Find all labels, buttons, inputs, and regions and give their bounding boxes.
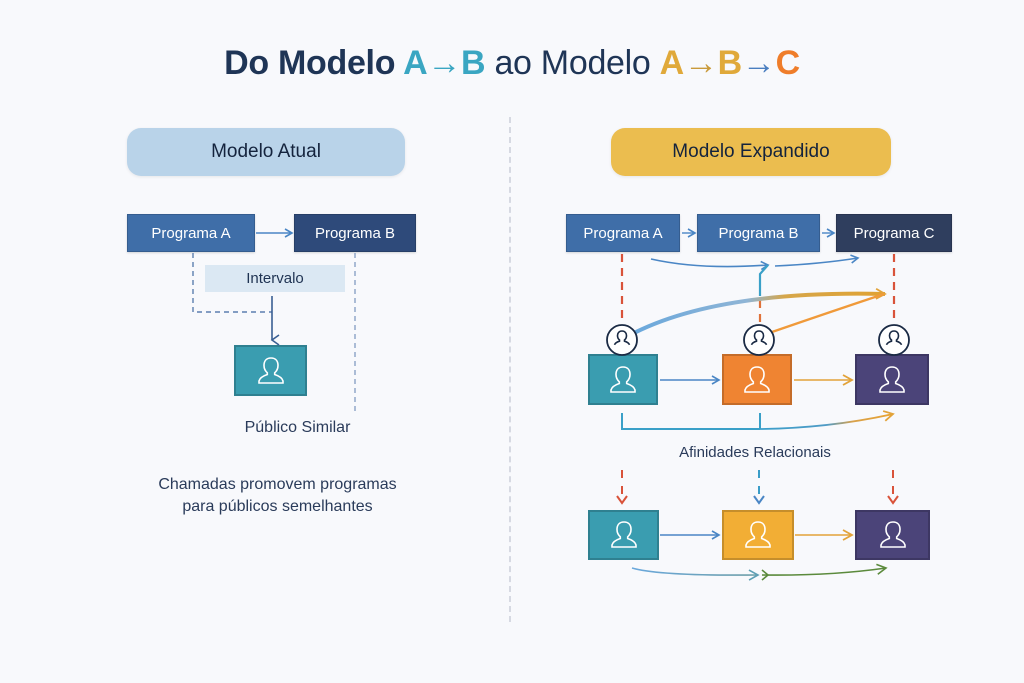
audience-a-row2: [588, 510, 659, 560]
row2-c-arrowhead: [887, 495, 899, 505]
person-icon: [745, 521, 771, 548]
person-icon: [610, 365, 636, 393]
row2-bottom-curve-green: [761, 563, 888, 576]
left-program-b-box: Programa B: [294, 214, 416, 252]
title-arrow-3: →: [741, 44, 776, 82]
audience-b-row2: [722, 510, 794, 560]
affinities-label: Afinidades Relacionais: [640, 444, 870, 461]
right-program-a-label: Programa A: [583, 224, 663, 242]
interval-label: Intervalo: [246, 270, 304, 287]
circle-person-icon-a: [606, 324, 638, 356]
current-model-heading: Modelo Atual: [127, 128, 405, 176]
prog-a-to-b-curve: [650, 258, 770, 271]
right-program-c-label: Programa C: [853, 224, 935, 242]
title-c2: C: [775, 44, 801, 82]
left-program-a-box: Programa A: [127, 214, 255, 252]
audience-c-row2: [855, 510, 930, 560]
title-a1: A: [403, 44, 428, 82]
circle-person-icon-b: [743, 324, 775, 356]
similar-audience-label: Público Similar: [215, 419, 380, 437]
audience-b-row1: [722, 354, 792, 405]
title-prefix: Do Modelo: [224, 44, 404, 82]
row2-bottom-curve-blue: [631, 567, 760, 581]
title-b2: B: [717, 44, 743, 82]
similar-audience-box: [234, 345, 307, 396]
audience-a-row1: [588, 354, 658, 405]
row2-b-arrowhead: [753, 495, 765, 505]
prog-b-vertical-teal: [758, 264, 769, 296]
title-arrow-1: →: [427, 44, 462, 82]
row1-bottom-curve: [759, 410, 895, 430]
title-b1: B: [461, 44, 486, 82]
audience-c-row1: [855, 354, 929, 405]
person-icon: [879, 365, 905, 393]
similar-audience-text: Público Similar: [244, 419, 351, 436]
person-icon: [257, 356, 284, 384]
current-model-caption: Chamadas promovem programas para público…: [120, 474, 435, 518]
circle-person-icon-c: [878, 324, 910, 356]
page-title: Do Modelo A→B ao Modelo A→B→C: [0, 44, 1024, 83]
title-a2: A: [659, 44, 685, 82]
caption-line-1: Chamadas promovem programas: [158, 476, 397, 493]
person-icon: [610, 521, 637, 548]
right-program-a-box: Programa A: [566, 214, 680, 252]
right-program-b-label: Programa B: [718, 224, 799, 242]
right-program-b-box: Programa B: [697, 214, 820, 252]
left-program-a-label: Programa A: [151, 224, 231, 242]
current-model-heading-text: Modelo Atual: [211, 141, 321, 162]
right-program-c-box: Programa C: [836, 214, 952, 252]
row2-a-arrowhead: [616, 495, 628, 505]
left-program-b-label: Programa B: [314, 224, 396, 242]
row1-bottom-bracket: [621, 413, 760, 430]
prog-b-to-c-curve: [774, 254, 860, 267]
affinities-text: Afinidades Relacionais: [679, 444, 831, 461]
title-arrow-2: →: [683, 44, 718, 82]
interval-box: Intervalo: [205, 265, 345, 292]
expanded-model-heading: Modelo Expandido: [611, 128, 891, 176]
person-icon: [879, 521, 906, 548]
affinity-curve-a-to-c: [633, 288, 887, 335]
person-icon: [744, 365, 770, 393]
caption-line-2: para públicos semelhantes: [182, 498, 373, 515]
expanded-model-heading-text: Modelo Expandido: [672, 141, 830, 162]
title-middle-ao: ao Modelo: [485, 44, 660, 82]
affinity-curve-b-to-c: [771, 292, 885, 334]
row2-green-chevron: [761, 569, 770, 581]
center-divider: [509, 117, 511, 622]
